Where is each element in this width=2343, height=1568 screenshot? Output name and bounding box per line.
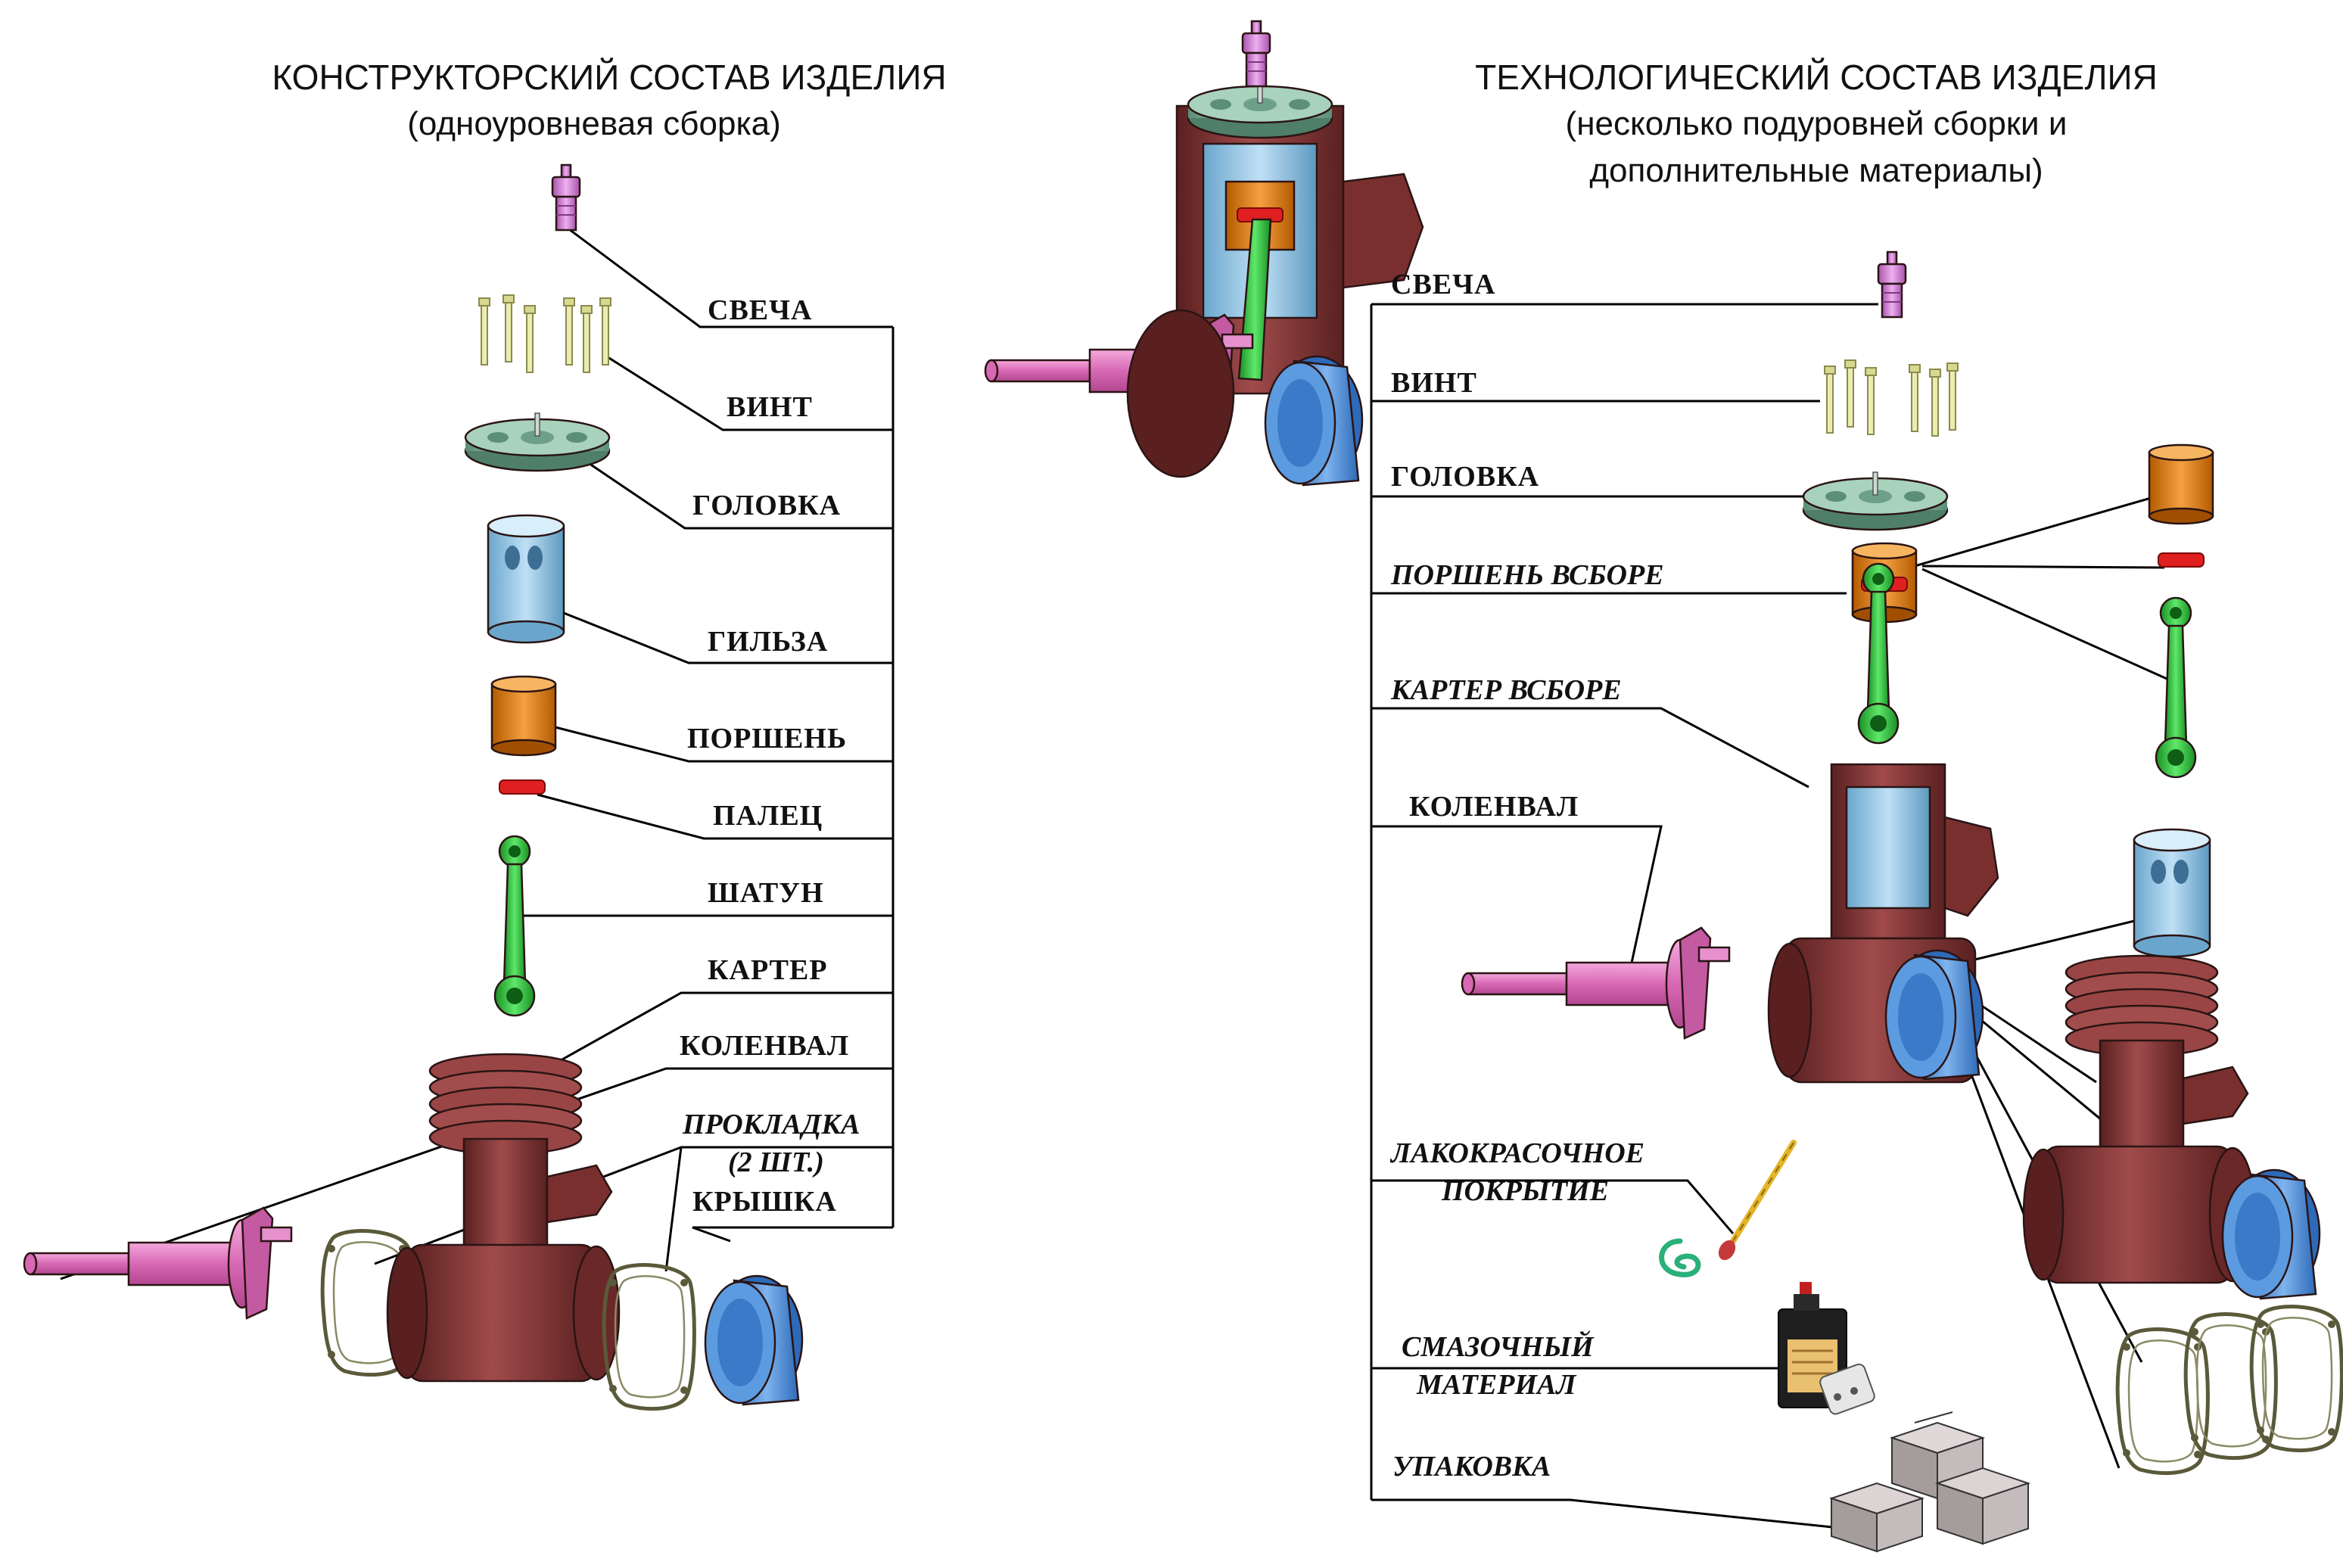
label-golovka-right: ГОЛОВКА — [1391, 461, 1539, 493]
label-karter: КАРТЕР — [708, 954, 828, 986]
label-golovka: ГОЛОВКА — [692, 490, 841, 521]
left-subtitle: (одноуровневая сборка) — [407, 105, 781, 142]
label-upakovka: УПАКОВКА — [1392, 1451, 1551, 1482]
label-svecha-right: СВЕЧА — [1391, 269, 1495, 300]
label-vint: ВИНТ — [727, 391, 813, 423]
connecting-rod-icon — [493, 835, 536, 1017]
piston-icon — [2148, 443, 2214, 525]
spark-plug-icon — [551, 163, 581, 232]
crankshaft-icon — [1461, 926, 1731, 1040]
left-section: КОНСТРУКТОРСКИЙ СОСТАВ ИЗДЕЛИЯ (одноуров… — [23, 58, 947, 1409]
label-porshen: ПОРШЕНЬ — [687, 723, 847, 754]
piston-icon — [490, 675, 557, 757]
label-lkp-1: ЛАКОКРАСОЧНОЕ — [1389, 1137, 1644, 1169]
gasket-icon — [2117, 1307, 2341, 1473]
label-lkp-2: ПОКРЫТИЕ — [1441, 1175, 1609, 1207]
cover-icon — [704, 1274, 804, 1406]
label-palets: ПАЛЕЦ — [713, 800, 823, 832]
label-svecha: СВЕЧА — [708, 294, 812, 326]
pin-icon — [2158, 552, 2205, 568]
paint-brush-icon — [1659, 1140, 1797, 1277]
label-karter-vsbore: КАРТЕР ВСБОРЕ — [1390, 674, 1622, 706]
label-smazka-1: СМАЗОЧНЫЙ — [1402, 1330, 1595, 1363]
label-kryshka: КРЫШКА — [692, 1186, 837, 1218]
right-subtitle-2: дополнительные материалы) — [1589, 152, 2043, 189]
cylinder-head-icon — [1802, 471, 1949, 531]
right-title: ТЕХНОЛОГИЧЕСКИЙ СОСТАВ ИЗДЕЛИЯ — [1475, 58, 2158, 97]
screw-icon — [478, 294, 611, 373]
cover-icon — [2221, 1168, 2321, 1300]
sleeve-icon — [2133, 828, 2211, 958]
label-gilza: ГИЛЬЗА — [708, 626, 828, 658]
label-smazka-2: МАТЕРИАЛ — [1416, 1369, 1577, 1401]
label-prokladka: ПРОКЛАДКА — [682, 1109, 860, 1140]
connecting-rod-icon — [2155, 596, 2197, 779]
crankshaft-icon — [23, 1206, 293, 1320]
pin-icon — [499, 779, 546, 795]
label-kolenval-right: КОЛЕНВАЛ — [1409, 791, 1579, 823]
spark-plug-icon — [1877, 250, 1907, 319]
assembled-engine — [984, 20, 1424, 487]
label-prokladka-qty: (2 ШТ.) — [728, 1146, 824, 1178]
label-porshen-vsbore: ПОРШЕНЬ ВСБОРЕ — [1390, 559, 1664, 591]
right-section: ТЕХНОЛОГИЧЕСКИЙ СОСТАВ ИЗДЕЛИЯ (нескольк… — [1370, 58, 2341, 1553]
piston-assembly-icon — [1851, 542, 1918, 745]
sleeve-icon — [487, 514, 565, 644]
right-subtitle-1: (несколько подуровней сборки и — [1566, 105, 2068, 142]
oil-can-icon — [1778, 1282, 1875, 1415]
label-vint-right: ВИНТ — [1391, 367, 1477, 399]
cylinder-head-icon — [464, 412, 611, 472]
crankcase-icon — [2022, 954, 2257, 1284]
screw-icon — [1824, 359, 1959, 437]
left-title: КОНСТРУКТОРСКИЙ СОСТАВ ИЗДЕЛИЯ — [272, 58, 946, 97]
label-kolenval: КОЛЕНВАЛ — [680, 1030, 849, 1062]
crankcase-icon — [386, 1053, 621, 1383]
label-shatun: ШАТУН — [708, 877, 824, 909]
crankcase-assembly-icon — [1767, 763, 1999, 1084]
package-boxes-icon — [1828, 1411, 2031, 1553]
